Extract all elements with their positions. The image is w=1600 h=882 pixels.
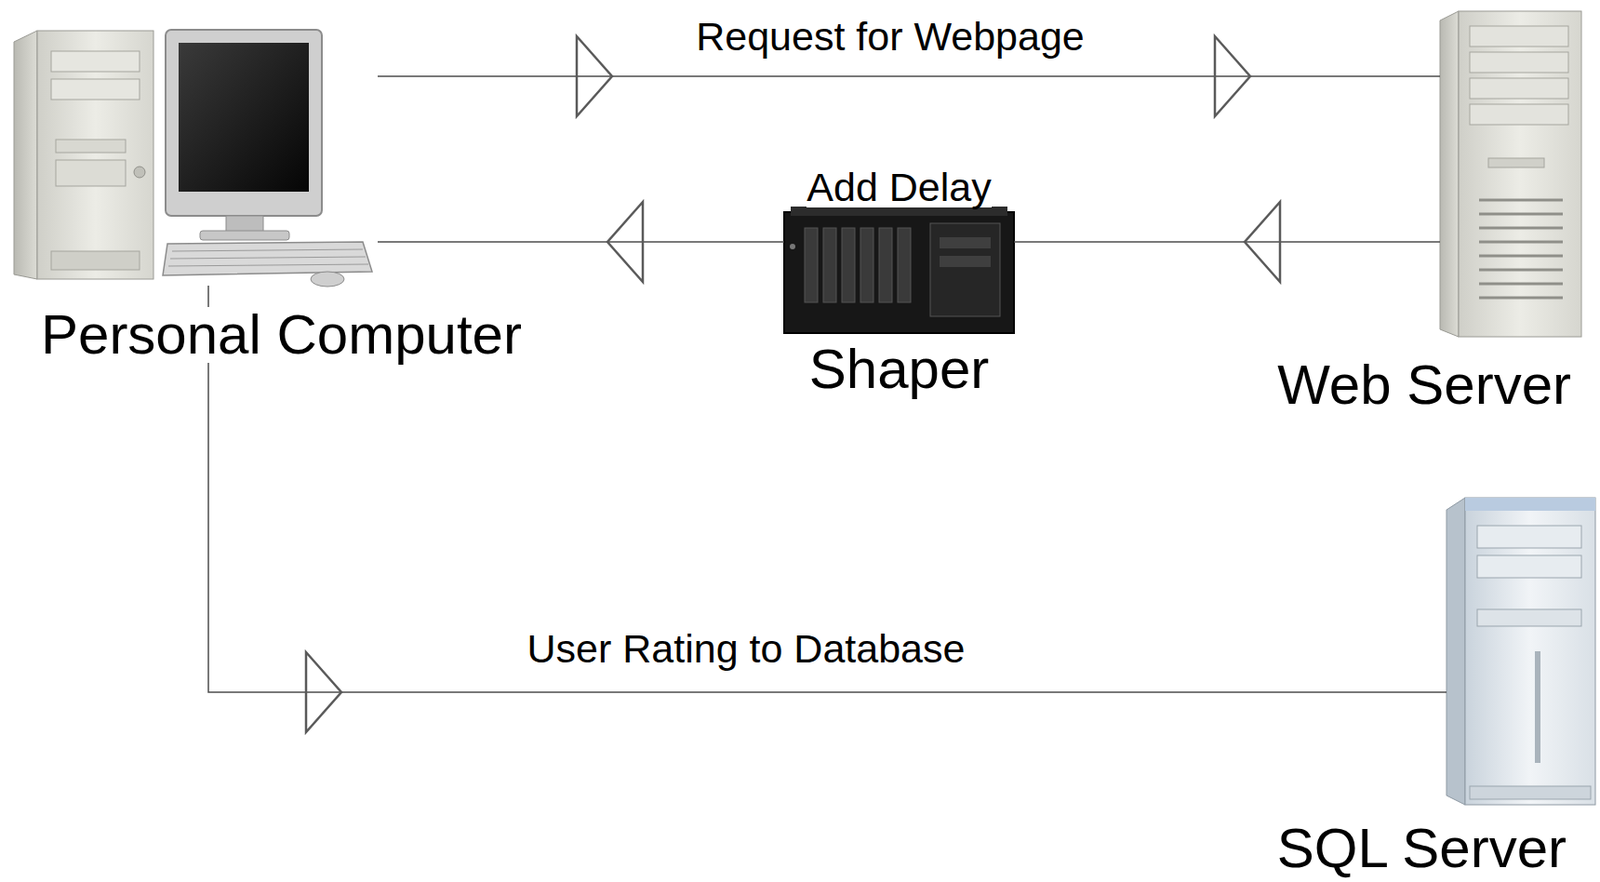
server-node: SQL Server	[1446, 497, 1599, 805]
node-label: Add Delay	[806, 167, 991, 208]
node-label: Web Server	[1277, 357, 1572, 414]
arrow-head	[576, 36, 613, 117]
node-label: SQL Server	[1277, 820, 1567, 877]
server-node: Web Server	[1440, 11, 1582, 337]
shaper-picture	[784, 206, 1014, 334]
arrow-head	[1214, 36, 1251, 117]
sql-server-picture	[1446, 497, 1596, 805]
arrow-head	[306, 652, 342, 733]
arrow-head	[1244, 201, 1280, 282]
connector	[1013, 201, 1440, 282]
edge-label: User Rating to Database	[527, 628, 966, 669]
computer-node: Personal Computer	[10, 25, 378, 286]
edge-label: Request for Webpage	[695, 16, 1085, 57]
pc-picture	[13, 29, 373, 287]
arrow-head	[607, 201, 643, 282]
node-label: Personal Computer	[40, 306, 522, 363]
connector	[377, 201, 785, 282]
node-label: Shaper	[809, 341, 989, 398]
shaper-node: Add DelayShaper	[784, 206, 1014, 335]
web-server-picture	[1440, 11, 1582, 337]
